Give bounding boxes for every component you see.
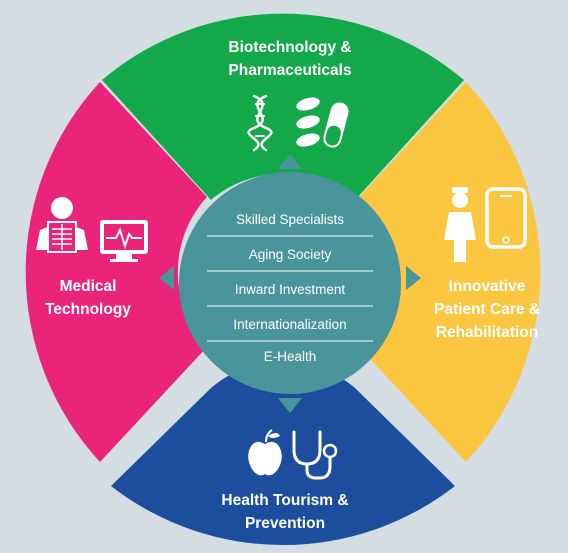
pills-icon — [296, 97, 349, 148]
top-title-line2: Pharmaceuticals — [228, 62, 351, 79]
center-item: Internationalization — [233, 317, 346, 332]
center-item: E-Health — [264, 349, 317, 364]
arrow-right — [406, 266, 421, 290]
segment-bottom — [111, 361, 455, 546]
nurse-icon — [444, 187, 476, 262]
center-item: Inward Investment — [235, 282, 346, 297]
arrow-up — [278, 154, 302, 169]
right-title-line1: Innovative — [449, 278, 526, 295]
arrow-left — [159, 266, 174, 290]
bottom-title-line1: Health Tourism & — [221, 492, 348, 509]
top-title-line1: Biotechnology & — [228, 39, 351, 56]
center-item: Skilled Specialists — [236, 212, 344, 227]
center-circle — [179, 172, 401, 394]
segment-left — [25, 82, 208, 462]
xray-icon — [36, 197, 88, 253]
bottom-title-line2: Prevention — [245, 515, 325, 532]
arrow-down — [278, 398, 302, 413]
left-title-line2: Technology — [45, 301, 131, 318]
segment-right — [359, 82, 541, 462]
left-title-line1: Medical — [60, 278, 117, 295]
right-title-line2: Patient Care & — [434, 301, 540, 318]
right-title-line3: Rehabilitation — [436, 324, 538, 341]
smartphone-icon — [485, 187, 527, 249]
apple-icon — [248, 429, 282, 476]
stethoscope-icon — [292, 430, 338, 480]
monitor-icon — [100, 220, 148, 262]
segment-top — [102, 13, 464, 200]
dna-icon — [247, 94, 273, 152]
center-item: Aging Society — [249, 247, 332, 262]
